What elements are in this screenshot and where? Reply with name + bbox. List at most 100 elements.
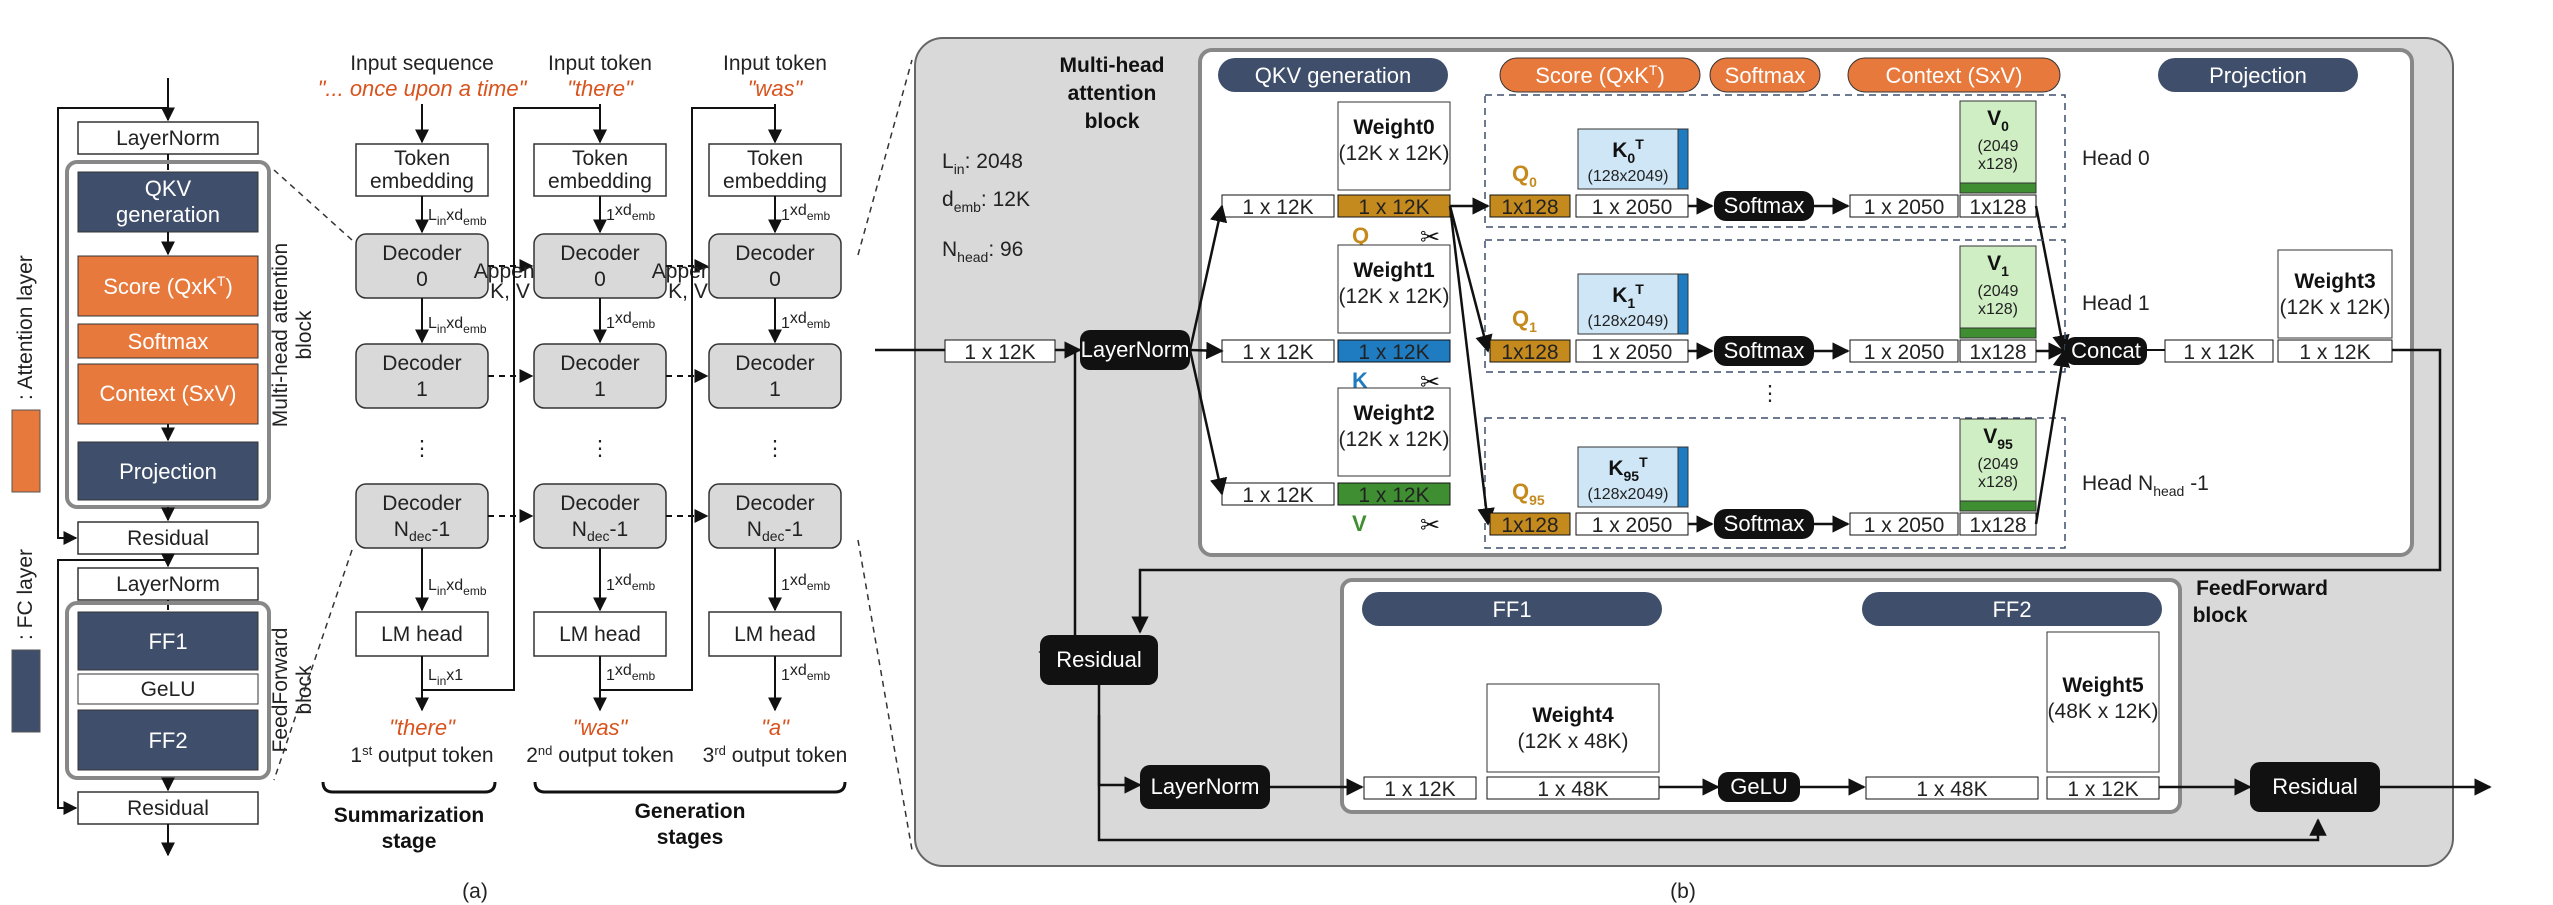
legend-attention-swatch <box>11 409 41 493</box>
head-label: Head 0 <box>2082 147 2150 170</box>
dim-label: Linxdemb <box>428 207 487 228</box>
header-qkv: QKV generation <box>1255 63 1412 88</box>
lm-head <box>533 611 667 657</box>
weight4-box <box>1486 683 1660 773</box>
decoder-label: Decoder <box>735 242 814 265</box>
dim-label: 1xdemb <box>781 310 830 332</box>
column-head: Input sequence <box>350 52 494 75</box>
concat-dim: 1 x 12K <box>2183 341 2254 364</box>
decoder-index: Ndec-1 <box>572 518 628 544</box>
mha-block-label: Multi-head attentionblock <box>269 243 316 427</box>
value-label: V1 <box>1987 252 2009 279</box>
weight-dim: (12K x 12K) <box>1339 142 1450 165</box>
decoder-label: Decoder <box>560 492 639 515</box>
softmax-label: Softmax <box>1724 338 1805 363</box>
weight-label: Weight0 <box>1353 116 1434 139</box>
main-layernorm <box>1080 330 1190 370</box>
header-score: Score (QxKT) <box>1535 62 1665 88</box>
token-embedding <box>355 143 489 197</box>
stack-gelu <box>77 673 259 705</box>
column-head: Input token <box>548 52 652 75</box>
decoder-dots: ⋮ <box>590 437 611 460</box>
softmax-out-dim: 1 x 2050 <box>1864 514 1945 537</box>
decoder-index: Ndec-1 <box>394 518 450 544</box>
stack-qkv-label2: generation <box>116 202 220 227</box>
column-head: Input token <box>723 52 827 75</box>
value-dim: (2049 <box>1978 456 2019 473</box>
header-ff1: FF1 <box>1492 597 1531 622</box>
stack-ff1 <box>77 611 259 671</box>
key-block <box>1577 273 1679 335</box>
stack-score-label: Score (QxKT) <box>103 273 233 299</box>
stack-qkv-label: QKV <box>145 176 192 201</box>
query-label: Q1 <box>1512 306 1537 335</box>
decoder-index: 1 <box>769 378 781 401</box>
score-dim: 1 x 2050 <box>1592 196 1673 219</box>
weight-out-dim: 1 x 12K <box>1358 484 1429 507</box>
weight-out-bar <box>1337 482 1451 506</box>
column-input: "was" <box>748 76 804 101</box>
weight4-label: Weight4 <box>1532 704 1614 727</box>
weight-box <box>1337 244 1451 334</box>
key-dim: (128x2049) <box>1588 168 1669 185</box>
concat-label: Concat <box>2071 338 2141 363</box>
value-label: V0 <box>1987 107 2009 134</box>
concat-box <box>2065 337 2147 365</box>
column-output: "there" <box>389 715 456 740</box>
key-label: K1T <box>1612 281 1644 311</box>
decoder-dots: ⋮ <box>412 437 433 460</box>
dim-label: 1xdemb <box>781 572 830 594</box>
decoder-label: Decoder <box>560 242 639 265</box>
decoder-label: Decoder <box>382 242 461 265</box>
gelu-label: GeLU <box>1730 774 1787 799</box>
token-embedding-label2: embedding <box>723 170 827 193</box>
query-bar <box>1489 339 1571 363</box>
dim-label: 1xdemb <box>606 662 655 684</box>
decoder-label: Decoder <box>382 352 461 375</box>
softmax-box <box>1714 191 1814 221</box>
input-dim: 1 x 12K <box>964 341 1035 364</box>
ff-layernorm <box>1140 765 1270 809</box>
header-ff2: FF2 <box>1992 597 2031 622</box>
token-embedding-label2: embedding <box>548 170 652 193</box>
lm-head-label: LM head <box>559 623 641 646</box>
summarization-stage-label: stage <box>382 830 437 853</box>
header-softmax: Softmax <box>1725 63 1806 88</box>
token-embedding <box>708 143 842 197</box>
decoder-dots: ⋮ <box>765 437 786 460</box>
stack-residual-2-label: Residual <box>127 797 209 820</box>
lm-head <box>355 611 489 657</box>
qkv-letter: K <box>1352 368 1368 393</box>
heads-dots: ⋮ <box>1760 382 1781 405</box>
column-input: "... once upon a time" <box>318 76 528 101</box>
stack-qkv <box>77 171 259 233</box>
stage-brackets: Summarization stage Generation stages <box>321 781 847 853</box>
stack-projection-label: Projection <box>119 459 217 484</box>
main-layernorm-label: LayerNorm <box>1081 337 1190 362</box>
dim-label: 1xdemb <box>606 572 655 594</box>
token-embedding <box>533 143 667 197</box>
column-output: "a" <box>761 715 790 740</box>
output-token-label: 3rd output token <box>703 743 848 767</box>
header-context: Context (SxV) <box>1886 63 2023 88</box>
weight5-out-dim: 1 x 12K <box>2067 778 2138 801</box>
panel-b-caption: (b) <box>1670 880 1696 903</box>
scissors-icon: ✂ <box>1420 224 1440 251</box>
decoder-index: 1 <box>594 378 606 401</box>
value-dim2: x128) <box>1978 301 2018 318</box>
stack-residual-2 <box>77 791 259 825</box>
dim-label: 1xdemb <box>606 202 655 224</box>
key-dim: (128x2049) <box>1588 486 1669 503</box>
value-dim: (2049 <box>1978 283 2019 300</box>
output-token-label: 2nd output token <box>526 743 674 767</box>
head-frame <box>1484 239 2066 373</box>
weight-dim: (12K x 12K) <box>1339 285 1450 308</box>
decoder-label: Decoder <box>735 352 814 375</box>
lm-head-label: LM head <box>734 623 816 646</box>
softmax-out-dim: 1 x 2050 <box>1864 196 1945 219</box>
weight5-dim: (48K x 12K) <box>2048 700 2159 723</box>
